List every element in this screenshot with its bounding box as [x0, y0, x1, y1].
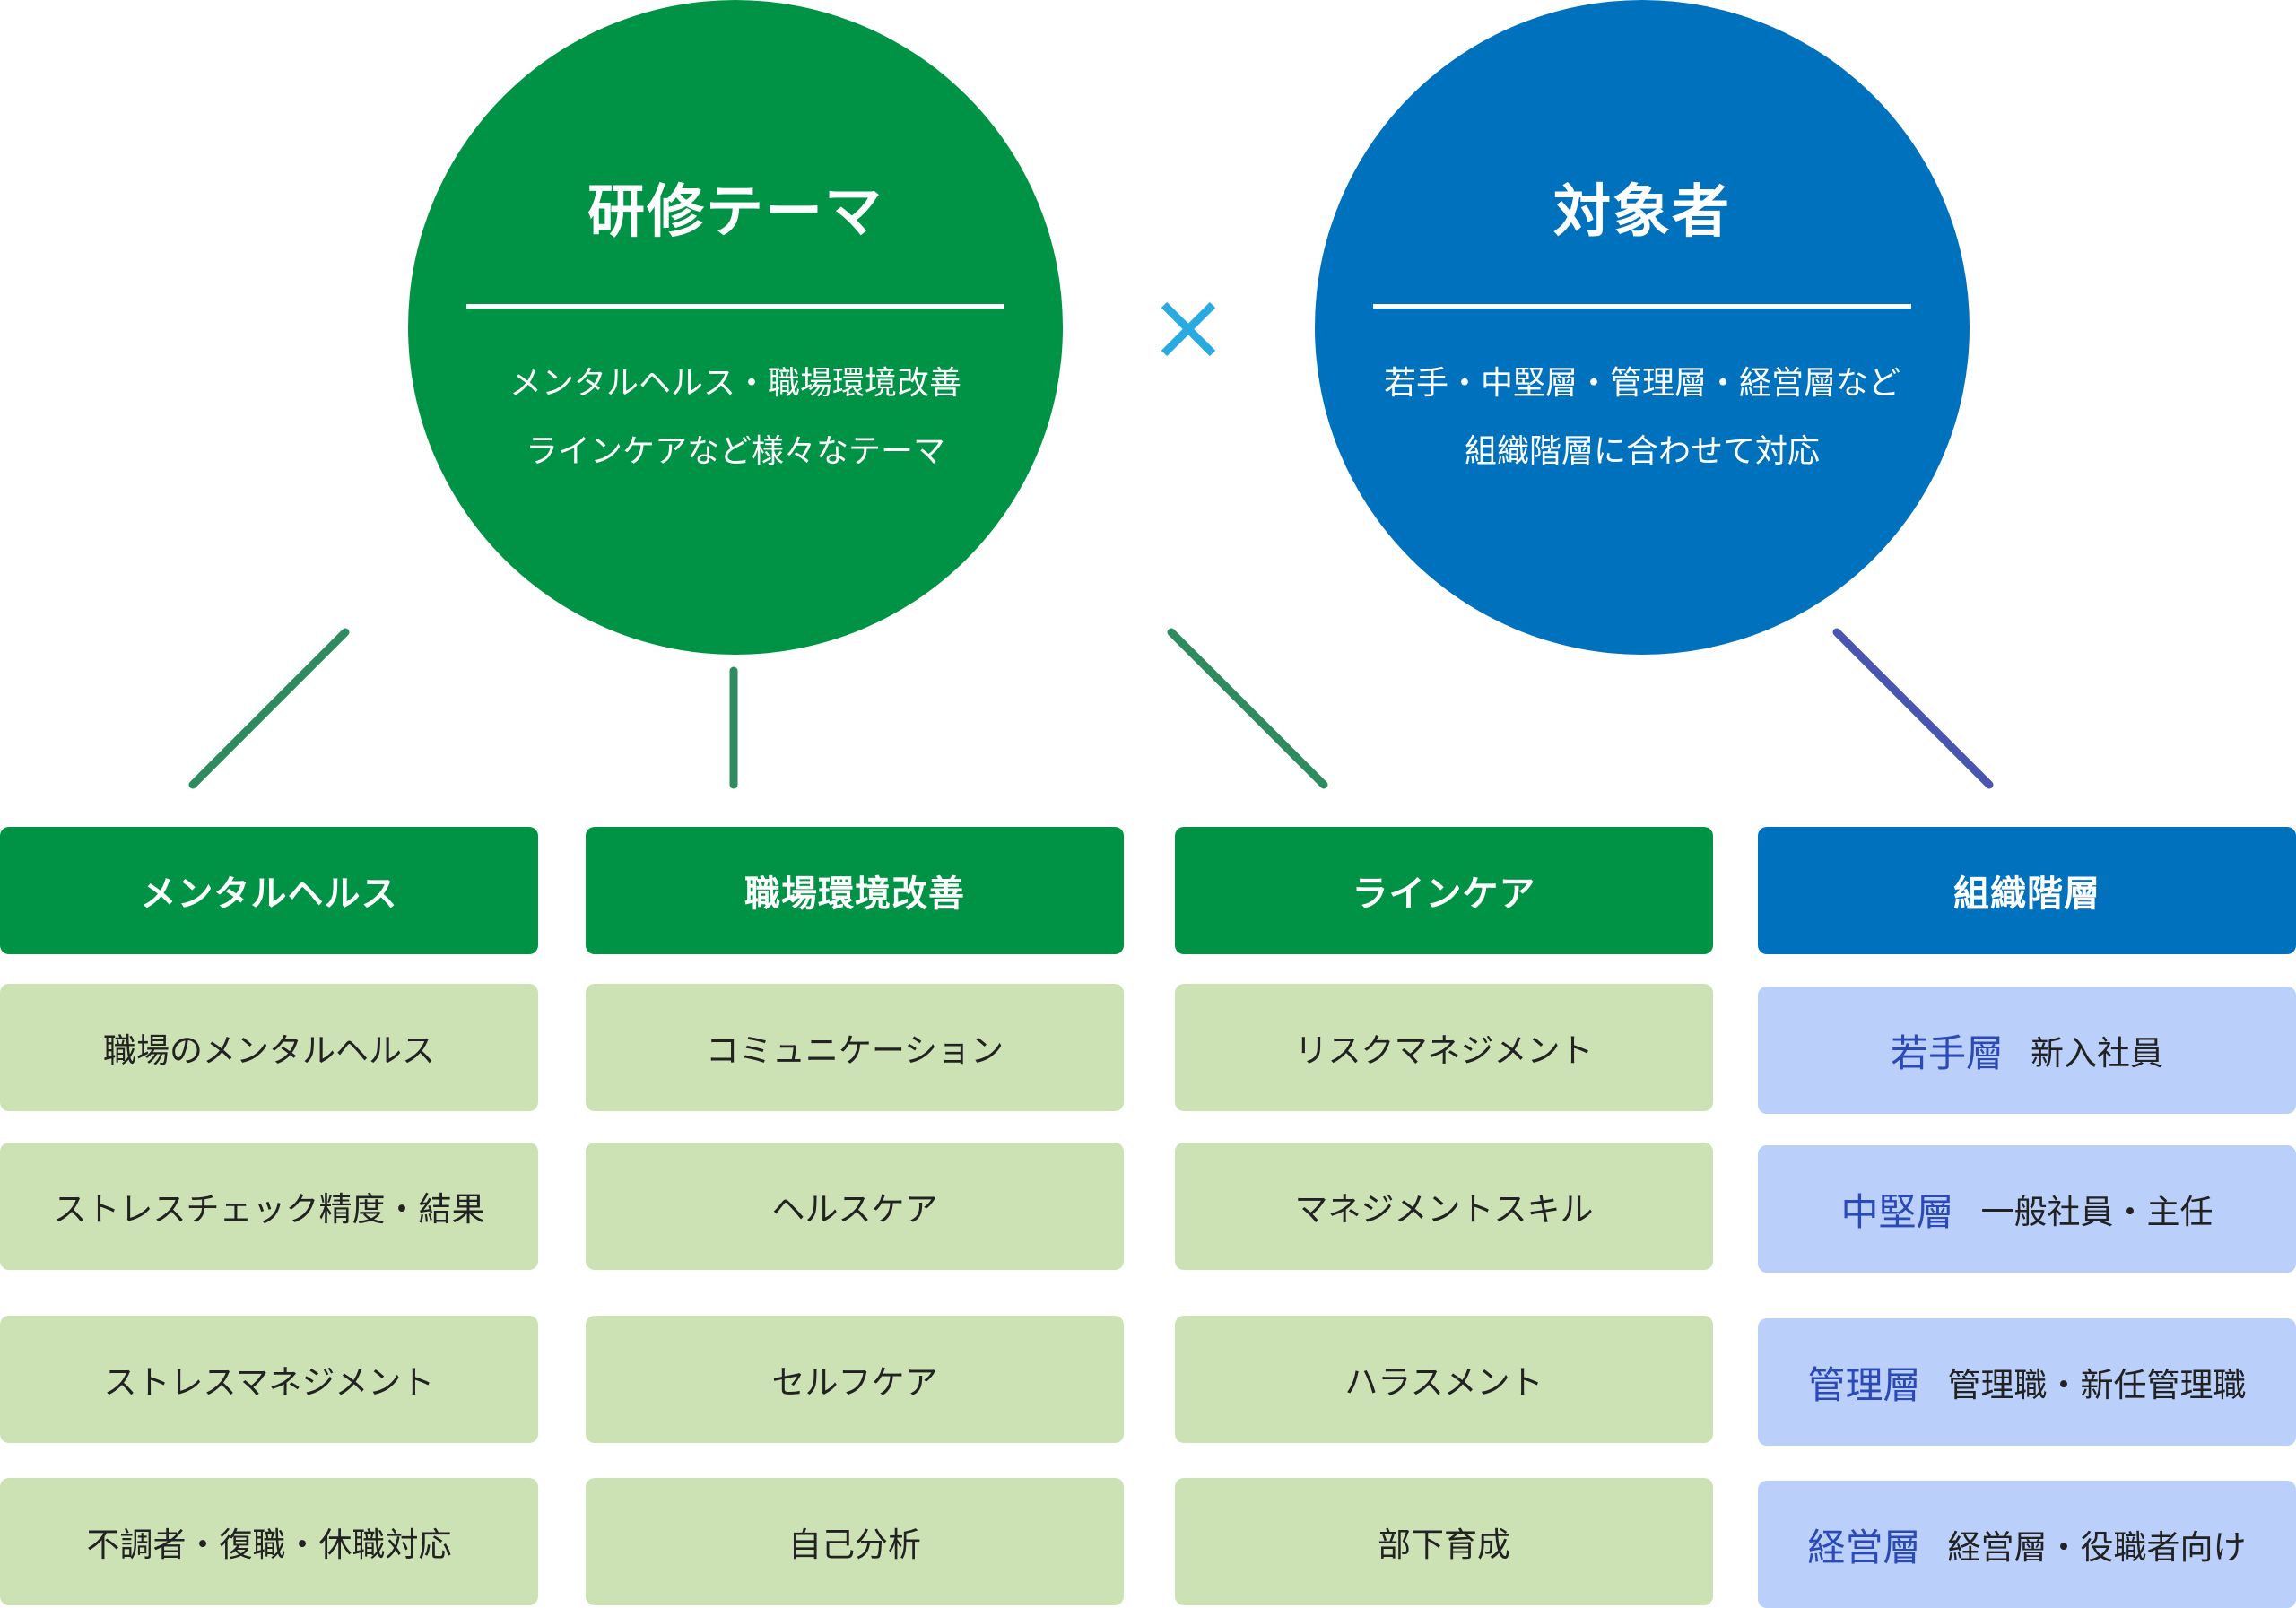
level-item-junior: 若手層 新入社員	[1758, 987, 2296, 1114]
connector-organization	[1832, 628, 1994, 789]
connector-line-care	[1167, 628, 1328, 789]
connector-mental-health	[188, 628, 350, 789]
target-circle: 対象者 若手・中堅層・管理層・経営層など 組織階層に合わせて対応	[1315, 0, 1970, 655]
list-item: ハラスメント	[1175, 1316, 1713, 1443]
level-item-mid: 中堅層 一般社員・主任	[1758, 1145, 2296, 1273]
level-item-manager: 管理層 管理職・新任管理職	[1758, 1318, 2296, 1446]
header-workplace-improvement: 職場環境改善	[586, 827, 1124, 954]
list-item: ストレスチェック精度・結果	[0, 1143, 538, 1270]
level-name: 管理層	[1807, 1362, 1921, 1407]
target-divider	[1373, 304, 1911, 309]
target-description-line2: 組織階層に合わせて対応	[1464, 433, 1820, 470]
level-description: 経営層・役職者向け	[1947, 1528, 2247, 1567]
list-item: コミュニケーション	[586, 984, 1124, 1111]
list-item: 部下育成	[1175, 1478, 1713, 1605]
list-item: ストレスマネジメント	[0, 1316, 538, 1443]
list-item: 自己分析	[586, 1478, 1124, 1605]
theme-circle: 研修テーマ メンタルヘルス・職場環境改善 ラインケアなど様々なテーマ	[408, 0, 1063, 655]
level-description: 一般社員・主任	[1980, 1193, 2213, 1231]
list-item: 不調者・復職・休職対応	[0, 1478, 538, 1605]
list-item: マネジメントスキル	[1175, 1143, 1713, 1270]
header-organization-level: 組織階層	[1758, 827, 2296, 954]
target-title: 対象者	[1553, 179, 1731, 246]
list-item: セルフケア	[586, 1316, 1124, 1443]
list-item: リスクマネジメント	[1175, 984, 1713, 1111]
list-item: 職場のメンタルヘルス	[0, 984, 538, 1111]
level-item-executive: 経営層 経営層・役職者向け	[1758, 1481, 2296, 1608]
target-description-line1: 若手・中堅層・管理層・経営層など	[1383, 365, 1900, 402]
theme-title: 研修テーマ	[587, 179, 883, 246]
list-item: ヘルスケア	[586, 1143, 1124, 1270]
theme-description-line2: ラインケアなど様々なテーマ	[525, 433, 945, 470]
theme-divider	[466, 304, 1004, 309]
level-description: 新入社員	[2031, 1034, 2163, 1073]
level-name: 中堅層	[1840, 1189, 1954, 1234]
theme-description-line1: メンタルヘルス・職場環境改善	[509, 365, 961, 402]
level-name: 経営層	[1807, 1525, 1921, 1569]
level-description: 管理職・新任管理職	[1947, 1366, 2247, 1404]
multiply-icon	[1161, 301, 1216, 357]
level-name: 若手層	[1890, 1030, 2004, 1075]
header-mental-health: メンタルヘルス	[0, 827, 538, 954]
header-line-care: ラインケア	[1175, 827, 1713, 954]
